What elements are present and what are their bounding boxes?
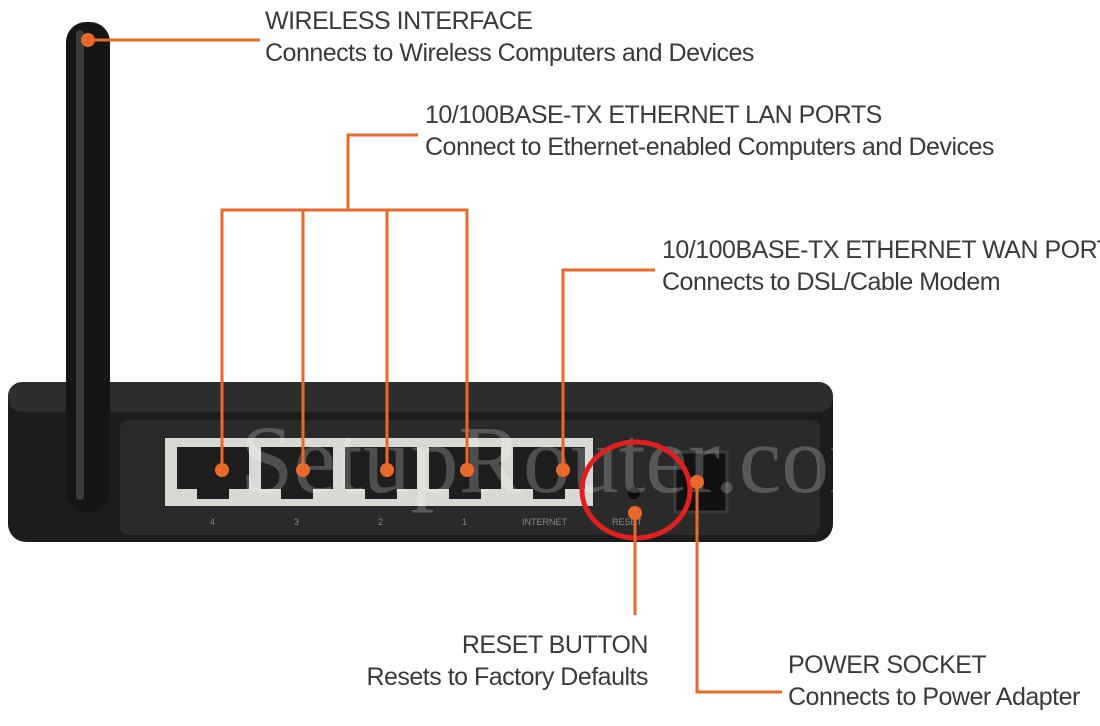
callout-title: WIRELESS INTERFACE bbox=[265, 7, 533, 35]
callout-desc: Connect to Ethernet-enabled Computers an… bbox=[425, 133, 994, 161]
port-label-1: 1 bbox=[462, 517, 467, 527]
port-label-internet: INTERNET bbox=[522, 517, 568, 527]
watermark: SetupRouter.com bbox=[240, 406, 904, 513]
callout-desc: Resets to Factory Defaults bbox=[366, 663, 648, 691]
callout-title: 10/100BASE-TX ETHERNET WAN PORT bbox=[662, 236, 1100, 264]
callout-desc: Connects to DSL/Cable Modem bbox=[662, 268, 1001, 296]
reset-button bbox=[628, 487, 640, 499]
callout-desc: Connects to Power Adapter bbox=[788, 683, 1080, 711]
callout-desc: Connects to Wireless Computers and Devic… bbox=[265, 39, 754, 67]
callout-wan: 10/100BASE-TX ETHERNET WAN PORT Connects… bbox=[662, 234, 1100, 298]
callout-title: POWER SOCKET bbox=[788, 651, 987, 679]
callout-wireless: WIRELESS INTERFACE Connects to Wireless … bbox=[265, 5, 754, 69]
callout-power: POWER SOCKET Connects to Power Adapter bbox=[788, 649, 1080, 713]
callout-reset: RESET BUTTON Resets to Factory Defaults bbox=[366, 629, 648, 693]
leader-lines bbox=[88, 38, 782, 694]
callout-lan: 10/100BASE-TX ETHERNET LAN PORTS Connect… bbox=[425, 99, 994, 163]
port-label-reset: RESET bbox=[612, 517, 643, 527]
lan-port-4 bbox=[177, 447, 249, 499]
port-label-3: 3 bbox=[294, 517, 299, 527]
callout-title: RESET BUTTON bbox=[461, 631, 649, 659]
callout-title: 10/100BASE-TX ETHERNET LAN PORTS bbox=[425, 101, 882, 129]
antenna bbox=[66, 22, 110, 512]
port-label-4: 4 bbox=[210, 517, 215, 527]
wan-port bbox=[513, 447, 585, 499]
leader-dots bbox=[81, 33, 704, 520]
port-label-2: 2 bbox=[378, 517, 383, 527]
